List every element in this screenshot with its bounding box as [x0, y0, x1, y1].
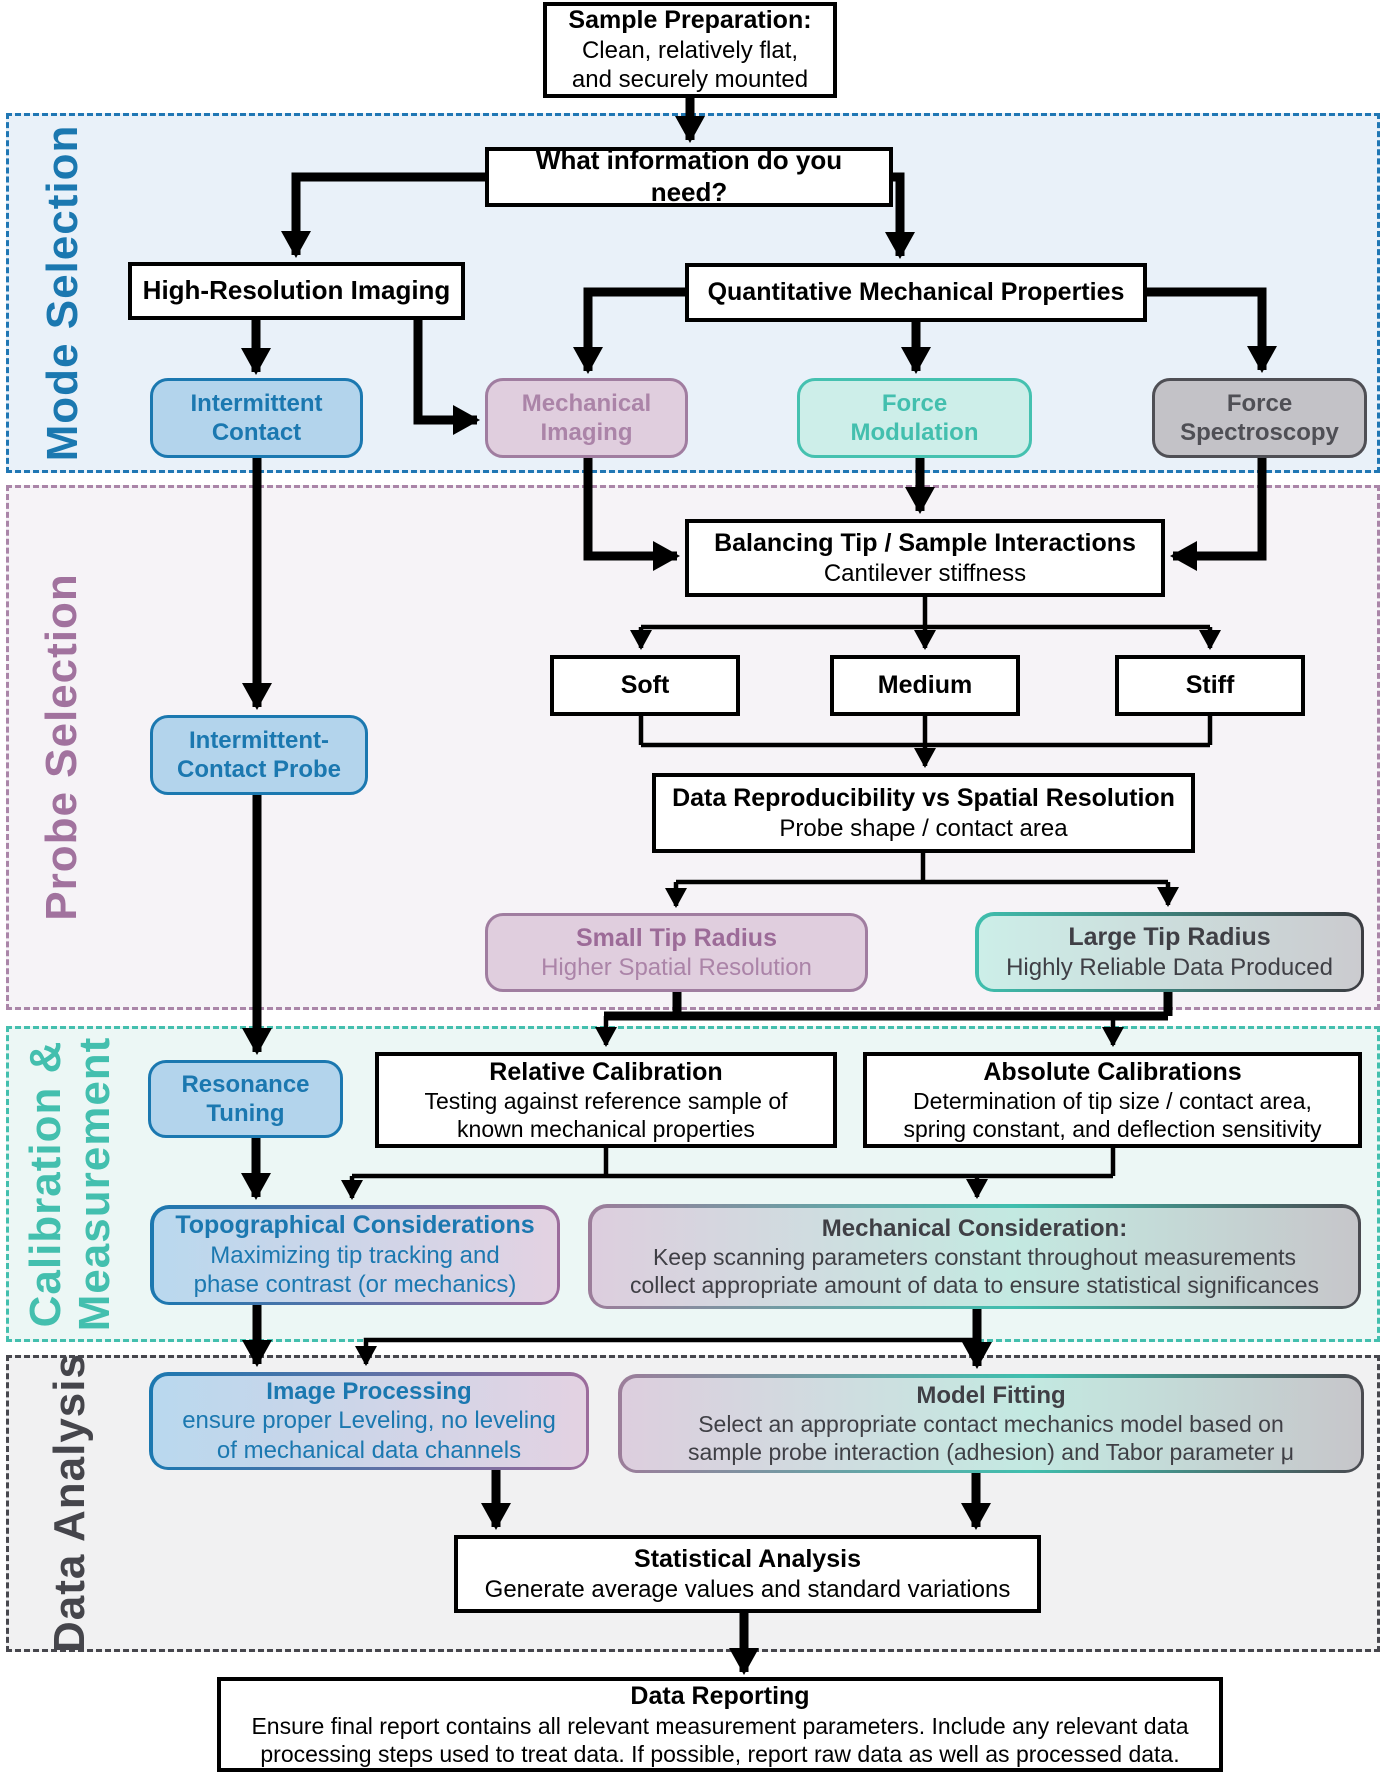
node-body: ensure proper Leveling, no leveling of m…	[182, 1407, 556, 1464]
node-title: Topographical Considerations	[175, 1211, 535, 1240]
node-title: Mechanical Consideration:	[821, 1214, 1128, 1242]
node-intermittent-contact-probe: Intermittent- Contact Probe	[150, 715, 368, 795]
thin-arrows	[341, 597, 1221, 1366]
node-model-fitting: Model Fitting Select an appropriate cont…	[618, 1374, 1364, 1473]
node-statistical-analysis: Statistical Analysis Generate average va…	[454, 1535, 1041, 1613]
node-title: Soft	[620, 671, 670, 700]
node-sample-preparation: Sample Preparation: Clean, relatively fl…	[543, 2, 837, 98]
node-title: Absolute Calibrations	[983, 1057, 1242, 1086]
node-title: Large Tip Radius	[1068, 923, 1271, 952]
node-data-reporting: Data Reporting Ensure final report conta…	[217, 1677, 1223, 1772]
node-body: Highly Reliable Data Produced	[1006, 953, 1333, 981]
node-title: Statistical Analysis	[634, 1545, 861, 1574]
node-large-tip-radius: Large Tip Radius Highly Reliable Data Pr…	[975, 912, 1364, 992]
node-title: Data Reproducibility vs Spatial Resoluti…	[672, 784, 1175, 813]
node-body: Select an appropriate contact mechanics …	[687, 1411, 1295, 1466]
node-body: Higher Spatial Resolution	[541, 954, 812, 982]
node-body: Cantilever stiffness	[823, 559, 1027, 587]
node-body: Clean, relatively flat, and securely mou…	[571, 36, 809, 94]
node-data-reproducibility: Data Reproducibility vs Spatial Resoluti…	[652, 773, 1195, 853]
node-high-resolution-imaging: High-Resolution Imaging	[128, 262, 465, 320]
node-body: Probe shape / contact area	[779, 814, 1068, 842]
node-title: Relative Calibration	[489, 1057, 723, 1086]
node-force-modulation: Force Modulation	[797, 378, 1032, 458]
node-absolute-calibrations: Absolute Calibrations Determination of t…	[863, 1052, 1362, 1148]
node-stiff: Stiff	[1115, 655, 1305, 716]
node-title: Quantitative Mechanical Properties	[707, 278, 1125, 307]
node-body: Determination of tip size / contact area…	[903, 1088, 1322, 1143]
node-body: Ensure final report contains all relevan…	[251, 1712, 1189, 1767]
node-image-processing: Image Processing ensure proper Leveling,…	[149, 1372, 589, 1470]
node-title: Resonance Tuning	[181, 1070, 310, 1127]
node-medium: Medium	[830, 655, 1020, 716]
node-body: Generate average values and standard var…	[484, 1575, 1011, 1603]
node-title: Force Spectroscopy	[1180, 389, 1339, 446]
node-body: Testing against reference sample of know…	[424, 1088, 788, 1143]
node-force-spectroscopy: Force Spectroscopy	[1152, 378, 1367, 458]
node-title: Mechanical Imaging	[521, 389, 652, 446]
node-quantitative-mechanical-properties: Quantitative Mechanical Properties	[685, 263, 1147, 322]
node-body: Maximizing tip tracking and phase contra…	[193, 1241, 517, 1299]
node-balancing-tip-sample-interactions: Balancing Tip / Sample Interactions Cant…	[685, 519, 1165, 597]
node-mechanical-consideration: Mechanical Consideration: Keep scanning …	[588, 1204, 1361, 1309]
node-title: Image Processing	[266, 1378, 472, 1406]
node-title: Data Reporting	[630, 1682, 810, 1711]
node-title: Intermittent Contact	[190, 389, 323, 446]
node-title: Sample Preparation:	[568, 6, 812, 35]
node-resonance-tuning: Resonance Tuning	[148, 1060, 343, 1138]
node-soft: Soft	[550, 655, 740, 716]
node-title: Stiff	[1185, 671, 1235, 700]
node-title: Balancing Tip / Sample Interactions	[714, 529, 1136, 558]
node-title: Model Fitting	[916, 1381, 1066, 1409]
thick-arrows	[241, 98, 1277, 1675]
node-title: Small Tip Radius	[576, 923, 777, 952]
node-intermittent-contact: Intermittent Contact	[150, 378, 363, 458]
node-title: High-Resolution Imaging	[142, 275, 451, 306]
node-title: Medium	[877, 671, 973, 700]
node-relative-calibration: Relative Calibration Testing against ref…	[375, 1052, 837, 1148]
node-title: Force Modulation	[850, 389, 979, 446]
node-title: What information do you need?	[535, 145, 843, 207]
node-body: Keep scanning parameters constant throug…	[629, 1244, 1320, 1299]
node-small-tip-radius: Small Tip Radius Higher Spatial Resoluti…	[485, 913, 868, 992]
node-mechanical-imaging: Mechanical Imaging	[485, 378, 688, 458]
node-topographical-considerations: Topographical Considerations Maximizing …	[150, 1205, 560, 1305]
node-what-information: What information do you need?	[485, 145, 893, 207]
node-title: Intermittent- Contact Probe	[176, 726, 341, 783]
